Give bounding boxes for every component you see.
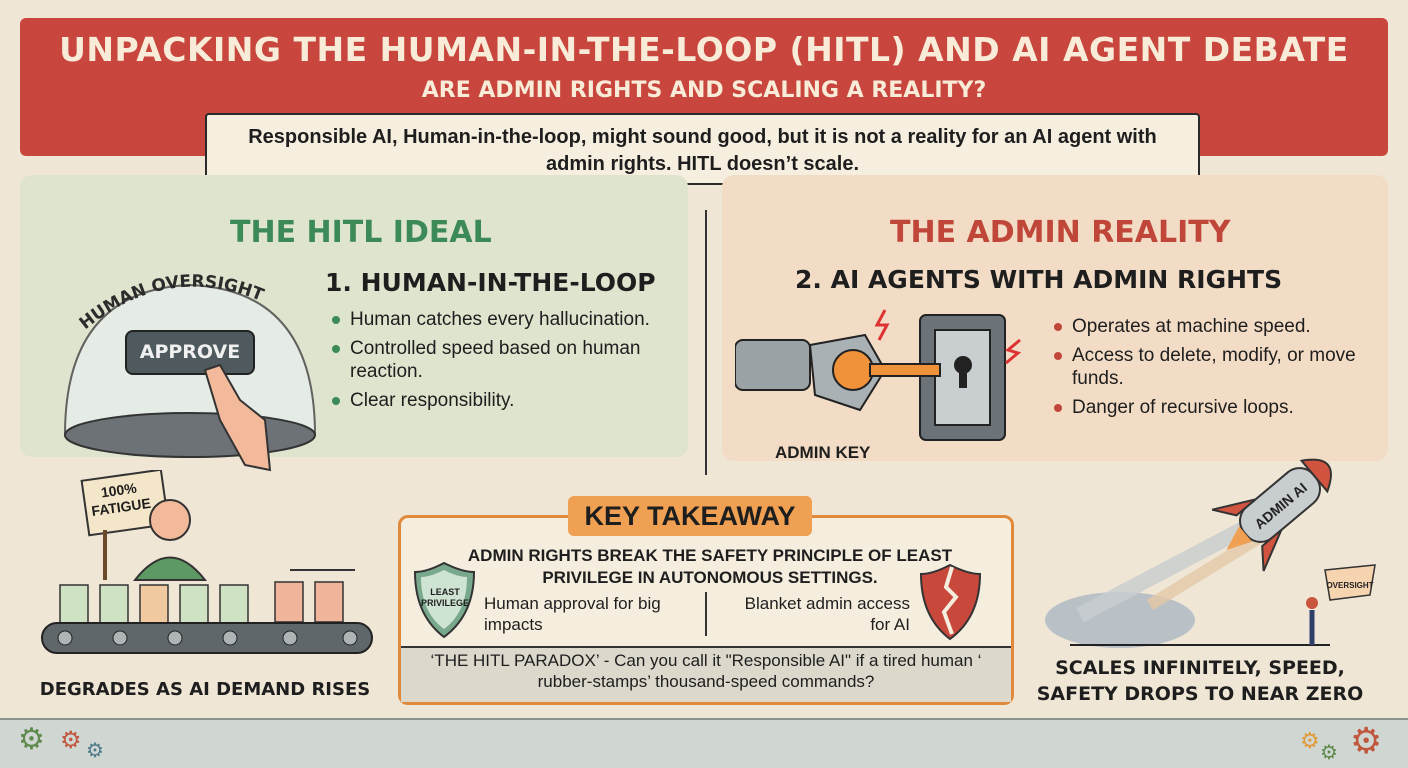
gear-icon: ⚙ — [86, 740, 104, 762]
scales-caption: SCALES INFINITELY, SPEED, SAFETY DROPS T… — [1036, 657, 1364, 705]
least-privilege-shield-icon — [413, 561, 476, 639]
intro-ribbon — [205, 113, 1200, 185]
page-subtitle: ARE ADMIN RIGHTS AND SCALING A REALITY? — [421, 78, 987, 103]
hitl-paradox-text: ‘THE HITL PARADOX’ - Can you call it "Re… — [430, 651, 982, 691]
flag-label: OVERSIGHT — [1326, 581, 1373, 590]
gear-icon: ⚙ — [18, 723, 45, 756]
approve-button: APPROVE — [125, 330, 255, 375]
admin-reality-heading: THE ADMIN REALITY — [890, 215, 1231, 250]
key-takeaway-main: ADMIN RIGHTS BREAK THE SAFETY PRINCIPLE … — [467, 546, 953, 587]
bullet: Operates at machine speed. — [1052, 315, 1372, 338]
bullet: Human catches every hallucination. — [330, 308, 660, 331]
admin-subheading: 2. AI AGENTS WITH ADMIN RIGHTS — [795, 265, 1283, 294]
broken-shield-icon — [919, 563, 982, 641]
gear-icon: ⚙ — [1350, 720, 1383, 761]
bullet: Clear responsibility. — [330, 389, 660, 412]
pointing-hand-icon — [203, 363, 272, 472]
robot-hand-key-illustration — [735, 309, 1022, 441]
intro-text: Responsible AI, Human-in-the-loop, might… — [248, 126, 1157, 175]
footer-band — [0, 718, 1408, 768]
blanket-admin-text: Blanket admin access for AI — [744, 594, 910, 634]
admin-key-label: ADMIN KEY — [775, 443, 871, 462]
bullet: Controlled speed based on human reaction… — [330, 337, 660, 383]
key-takeaway-tag: KEY TAKEAWAY — [568, 496, 812, 536]
rocket-illustration: ADMIN AI OVERSIGHT — [1045, 458, 1376, 648]
degrades-caption: DEGRADES AS AI DEMAND RISES — [39, 679, 371, 700]
bullet: Access to delete, modify, or move funds. — [1052, 344, 1372, 390]
admin-bullets: Operates at machine speed. Access to del… — [1052, 315, 1372, 425]
hitl-bullets: Human catches every hallucination. Contr… — [330, 308, 660, 418]
gear-icon: ⚙ — [1300, 728, 1320, 753]
least-privilege-label: LEAST PRIVILEGE — [420, 587, 469, 608]
admin-reality-panel — [722, 175, 1388, 461]
paradox-band — [401, 646, 1011, 702]
fatigue-conveyor-illustration — [41, 470, 373, 654]
human-approval-text: Human approval for big impacts — [484, 594, 661, 634]
hitl-subheading: 1. HUMAN-IN-THE-LOOP — [325, 268, 656, 297]
gear-icon: ⚙ — [60, 727, 82, 754]
bullet: Danger of recursive loops. — [1052, 396, 1372, 419]
takeaway-divider — [705, 592, 707, 636]
gear-icon: ⚙ — [1320, 742, 1338, 764]
page-title: UNPACKING THE HUMAN-IN-THE-LOOP (HITL) A… — [59, 30, 1349, 69]
hitl-ideal-heading: THE HITL IDEAL — [230, 215, 492, 250]
panel-divider — [705, 210, 707, 475]
